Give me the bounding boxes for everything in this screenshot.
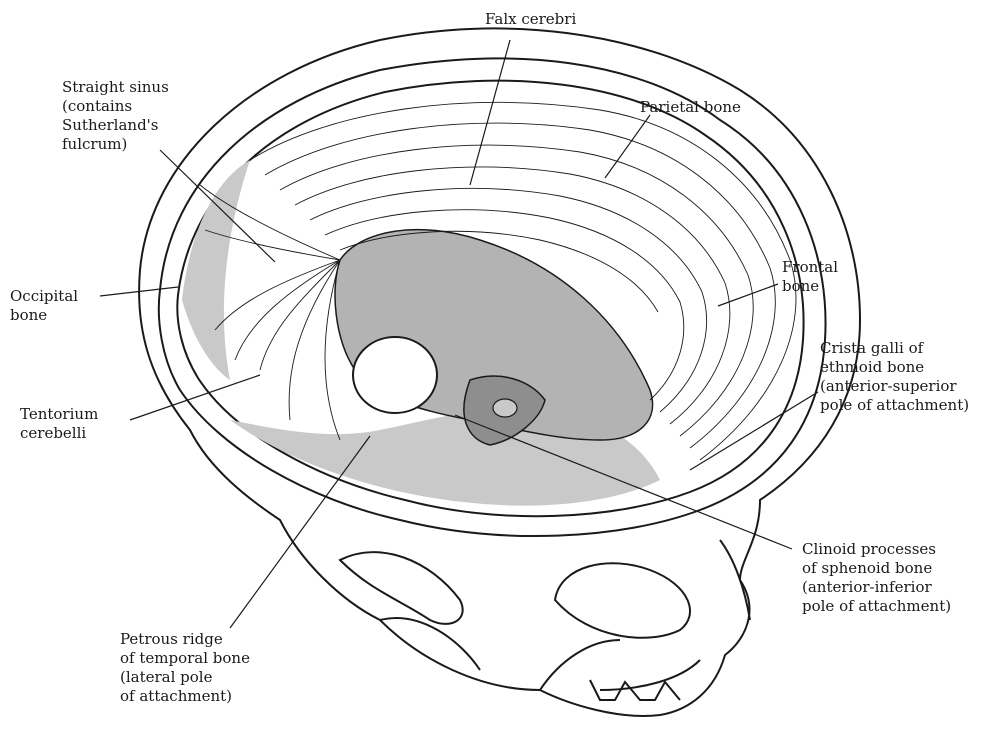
label-petrous-ridge: Petrous ridge of temporal bone (lateral … [120,630,250,706]
label-clinoid-processes: Clinoid processes of sphenoid bone (ante… [802,540,951,616]
label-occipital-bone: Occipital bone [10,287,78,325]
label-crista-galli: Crista galli of ethmoid bone (anterior-s… [820,339,969,415]
label-straight-sinus: Straight sinus (contains Sutherland's fu… [62,78,169,154]
label-frontal-bone: Frontal bone [782,258,838,296]
label-tentorium-cerebelli: Tentorium cerebelli [20,405,98,443]
label-parietal-bone: Parietal bone [640,98,741,117]
label-falx-cerebri: Falx cerebri [485,10,576,29]
